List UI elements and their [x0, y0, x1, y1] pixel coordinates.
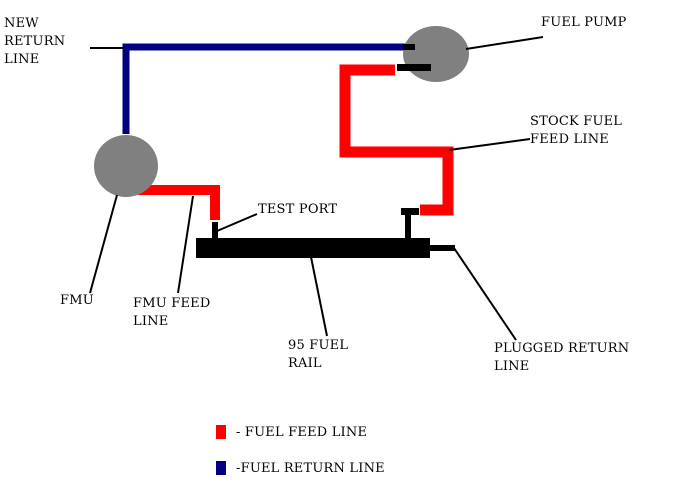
stock-fuel-feed-leader — [448, 138, 531, 151]
legend-swatch-return — [216, 461, 226, 475]
label-stock-fuel-feed-line: STOCK FUEL FEED LINE — [530, 113, 622, 149]
label-fmu-feed-line: FMU FEED LINE — [133, 295, 210, 331]
test-port-leader — [216, 213, 258, 232]
label-plugged-return-line-1: PLUGGED RETURN — [494, 341, 630, 356]
legend-label-feed: - FUEL FEED LINE — [236, 425, 368, 440]
fuel-rail-inlet-cap — [401, 208, 419, 215]
fuel-pump-body — [403, 26, 469, 82]
label-fuel-rail-2: RAIL — [288, 356, 322, 371]
label-test-port: TEST PORT — [258, 202, 338, 217]
stock-fuel-feed-pipe — [339, 64, 454, 216]
label-fuel-rail: 95 FUEL RAIL — [288, 337, 348, 373]
label-plugged-return-line-2: LINE — [494, 359, 530, 374]
label-plugged-return-line: PLUGGED RETURN LINE — [494, 340, 629, 376]
label-fuel-pump: FUEL PUMP — [541, 15, 627, 30]
label-fmu-feed-line-2: LINE — [133, 314, 169, 329]
label-fuel-rail-1: 95 FUEL — [288, 338, 349, 353]
legend-swatch-feed — [216, 425, 226, 439]
label-fmu: FMU — [60, 293, 94, 308]
label-stock-fuel-feed-line-1: STOCK FUEL — [530, 114, 623, 129]
fuel-rail-leader — [310, 256, 328, 337]
fmu-body — [94, 135, 158, 197]
fuel-pump-outlet-port — [397, 64, 431, 71]
fuel-rail-body — [196, 238, 430, 258]
fuel-pump-leader — [465, 36, 544, 50]
label-stock-fuel-feed-line-2: FEED LINE — [530, 132, 609, 147]
plugged-return-stub — [428, 245, 455, 251]
fmu-feed-pipe — [138, 185, 220, 220]
label-fmu-feed-line-1: FMU FEED — [133, 296, 211, 311]
new-return-line-pipe — [122, 43, 410, 134]
label-new-return-line-3: LINE — [4, 52, 40, 67]
fuel-pump-return-port — [403, 44, 415, 50]
label-new-return-line: NEW RETURN LINE — [4, 15, 65, 69]
label-new-return-line-2: RETURN — [4, 34, 66, 49]
fmu-feed-leader — [177, 195, 194, 294]
fuel-rail-inlet-fitting — [405, 212, 411, 240]
plugged-return-leader — [453, 247, 517, 341]
test-port-fitting — [212, 222, 218, 240]
legend-label-return: -FUEL RETURN LINE — [236, 461, 385, 476]
fmu-leader — [89, 194, 118, 294]
label-new-return-line-1: NEW — [4, 16, 39, 31]
